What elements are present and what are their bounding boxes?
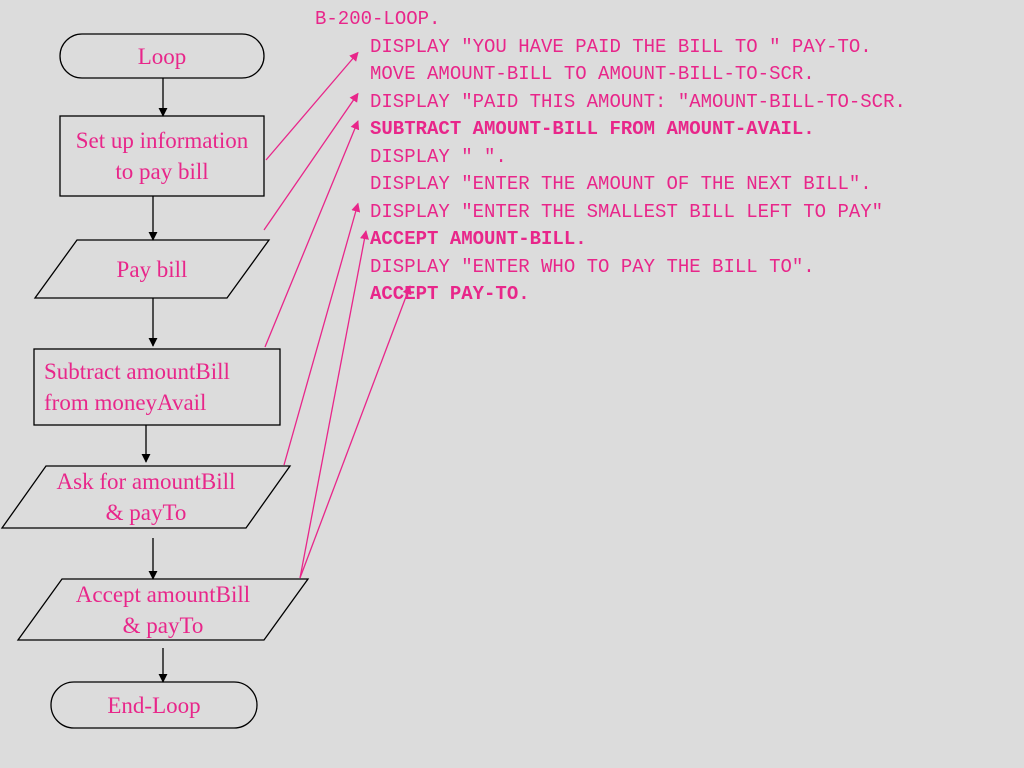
link-arrow-subtract-to-line-5	[264, 120, 360, 348]
code-line: DISPLAY "ENTER THE AMOUNT OF THE NEXT BI…	[370, 173, 872, 195]
flowchart-label-setup: Set up information to pay bill	[75, 128, 249, 184]
code-line: MOVE AMOUNT-BILL TO AMOUNT-BILL-TO-SCR.	[370, 63, 815, 85]
link-arrow-ask-to-line-8	[283, 202, 361, 466]
flowchart-label-subtract: Subtract amountBill from moneyAvail	[44, 359, 230, 415]
flowchart-node-end	[50, 681, 258, 729]
link-arrow-accept-to-line-11	[299, 285, 412, 579]
link-arrow-setup-to-line-2	[265, 51, 359, 161]
link-arrow-pay-to-line-4	[263, 92, 359, 231]
flowchart-label-ask: Ask for amountBill & payTo	[56, 469, 236, 525]
link-arrow-accept-to-line-9	[299, 230, 369, 579]
code-line: DISPLAY "ENTER WHO TO PAY THE BILL TO".	[370, 255, 815, 278]
code-line: DISPLAY "YOU HAVE PAID THE BILL TO " PAY…	[370, 35, 872, 58]
code-line: DISPLAY "ENTER THE SMALLEST BILL LEFT TO…	[370, 200, 884, 223]
flowchart-node-accept	[16, 578, 310, 641]
code-line: SUBTRACT AMOUNT-BILL FROM AMOUNT-AVAIL.	[370, 118, 815, 140]
flowchart-label-accept: Accept amountBill & payTo	[75, 581, 251, 638]
code-line: ACCEPT PAY-TO.	[370, 283, 530, 305]
flowchart-label-pay: Pay bill	[116, 256, 188, 282]
code-line: ACCEPT AMOUNT-BILL.	[370, 228, 587, 250]
flowchart-node-loop	[59, 33, 265, 79]
flowchart-node-ask	[0, 465, 292, 529]
code-line: DISPLAY "PAID THIS AMOUNT: "AMOUNT-BILL-…	[370, 90, 906, 113]
flowchart-node-pay	[33, 239, 271, 299]
code-link-arrows	[263, 51, 412, 579]
flowchart-label-end: End-Loop	[107, 692, 201, 718]
code-line: B-200-LOOP.	[315, 8, 441, 30]
code-line: DISPLAY " ".	[370, 145, 507, 168]
flowchart-connectors	[141, 78, 168, 683]
flowchart-node-subtract	[33, 348, 281, 426]
flowchart-label-loop: Loop	[137, 43, 187, 69]
